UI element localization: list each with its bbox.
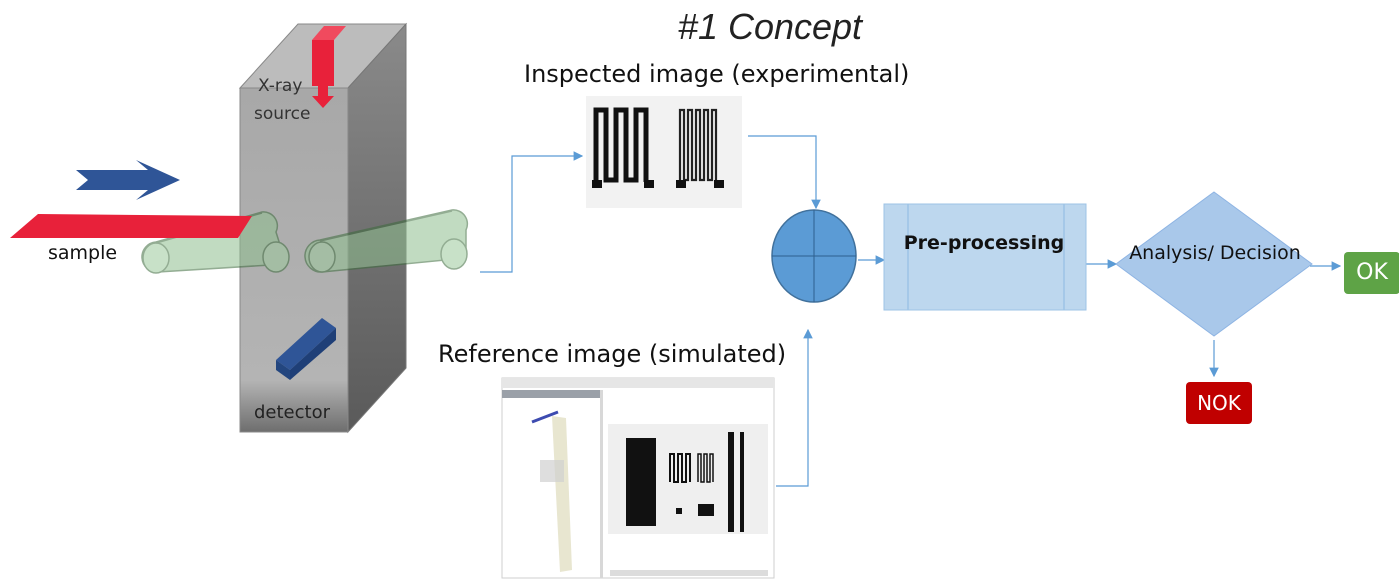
detector-side [276,360,290,380]
conveyor-left [141,211,290,274]
reference-medium-block [698,504,714,516]
reference-toolbar [502,390,602,398]
reference-divider [600,390,603,578]
reference-beam-cone [552,416,572,572]
sample-bar [10,214,252,238]
reference-pattern-b [697,453,714,483]
connector-inspected-to-node [748,135,821,210]
reference-bar-2 [740,432,744,532]
reference-image [501,377,775,579]
connector-machine-to-inspected [480,151,584,273]
movement-arrow [76,160,180,200]
preprocessing-label: Pre-processing [903,232,1065,254]
analysis-decision-label: Analysis/ Decision [1129,242,1301,264]
xray-label: X-ray [258,76,303,96]
source-arrow [312,86,334,108]
reference-bar-1 [728,432,734,532]
pad-4 [714,180,724,188]
nok-badge: NOK [1186,382,1252,424]
reference-image-label: Reference image (simulated) [438,340,787,368]
source-top [312,26,346,40]
reference-pattern-a [669,453,691,483]
conveyor [141,209,469,274]
pad-3 [676,180,686,188]
reference-source-line [531,410,559,424]
connector-reference-to-node [776,328,813,487]
reference-scrollbar [610,570,768,576]
inspected-image [586,96,742,208]
source-label: source [254,104,311,124]
reference-titlebar [502,378,774,388]
pad-2 [644,180,654,188]
source-body [312,40,334,86]
ok-badge: OK [1344,252,1399,294]
decision-diamond [1115,191,1313,337]
conveyor-right [304,209,469,273]
inspected-image-label: Inspected image (experimental) [524,60,910,88]
comparator-node [771,209,857,303]
reference-block-large [626,438,656,526]
inspected-image-frame [586,96,742,208]
xray-source [312,26,346,108]
page-title: #1 Concept [677,6,863,47]
pad-1 [592,180,602,188]
sample-label: sample [48,242,118,264]
connectors [480,135,1342,487]
detector-bar [276,318,336,380]
reference-detector-plane [540,460,564,482]
detector-label: detector [254,402,330,423]
reference-small-square [676,508,682,514]
preprocessing-box [883,203,1087,311]
detector-face [276,318,336,370]
sensor-pattern-wide [593,107,649,183]
detector-end [290,328,336,380]
